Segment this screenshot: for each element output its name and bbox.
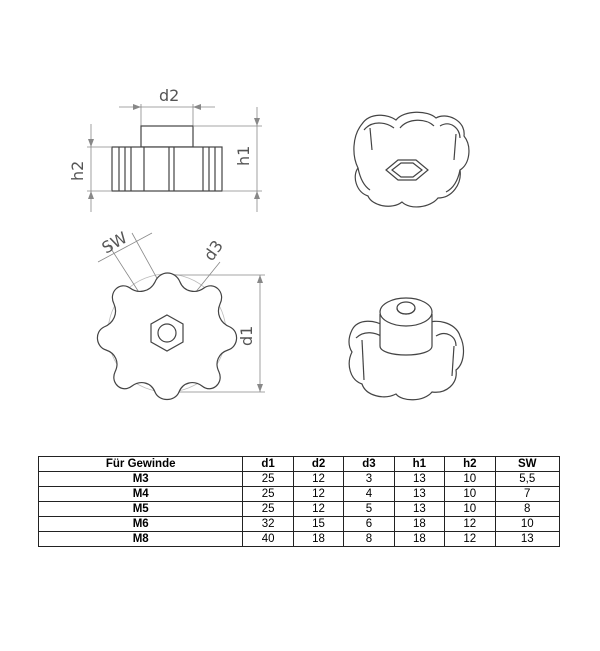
table-cell: 3	[343, 471, 395, 487]
isometric-view-top	[348, 297, 465, 401]
table-cell-thread: M6	[37, 516, 244, 532]
table-cell-thread: M4	[37, 486, 244, 502]
table-cell-thread: M5	[37, 501, 244, 517]
table-cell-thread: M8	[37, 531, 244, 547]
table-cell: 15	[292, 516, 345, 532]
table-row: M6 32 15 6 18 12 10	[37, 516, 560, 532]
table-cell: 4	[343, 486, 395, 502]
table-cell: 18	[393, 531, 446, 547]
table-cell: 25	[242, 471, 294, 487]
col-header-h1: h1	[393, 456, 446, 472]
d2-label: d2	[159, 86, 179, 105]
table-cell: 5	[343, 501, 395, 517]
table-cell: 32	[242, 516, 294, 532]
table-header-row: Für Gewinde d1 d2 d3 h1 h2 SW	[37, 456, 560, 472]
h2-label: h2	[68, 161, 87, 181]
table-cell: 13	[393, 471, 446, 487]
front-view	[96, 232, 265, 401]
table-cell: 13	[393, 486, 446, 502]
col-header-thread: Für Gewinde	[37, 456, 244, 472]
table-cell: 40	[242, 531, 294, 547]
col-header-d2: d2	[292, 456, 345, 472]
table-row: M8 40 18 8 18 12 13	[37, 531, 560, 547]
isometric-view-bottom	[353, 111, 470, 208]
d3-label: d3	[200, 237, 227, 265]
col-header-sw: SW	[494, 456, 560, 472]
table-cell: 18	[292, 531, 345, 547]
table-row: M3 25 12 3 13 10 5,5	[37, 471, 560, 487]
h1-label: h1	[234, 146, 253, 166]
table-cell: 8	[343, 531, 395, 547]
table-cell: 12	[292, 471, 345, 487]
table-cell: 12	[292, 501, 345, 517]
table-cell: 18	[393, 516, 446, 532]
table-row: M4 25 12 4 13 10 7	[37, 486, 560, 502]
col-header-d3: d3	[343, 456, 395, 472]
dimension-table: Für Gewinde d1 d2 d3 h1 h2 SW M3 25 12 3…	[37, 456, 560, 547]
table-cell: 8	[494, 501, 560, 517]
table-row: M5 25 12 5 13 10 8	[37, 501, 560, 517]
table-cell: 25	[242, 501, 294, 517]
table-cell-thread: M3	[37, 471, 244, 487]
table-cell: 10	[494, 516, 560, 532]
table-cell: 10	[444, 471, 496, 487]
table-cell: 5,5	[494, 471, 560, 487]
technical-drawing: d2 h2 h1 SW d3 d1	[68, 86, 470, 401]
table-cell: 7	[494, 486, 560, 502]
col-header-h2: h2	[444, 456, 496, 472]
table-cell: 13	[494, 531, 560, 547]
table-cell: 12	[292, 486, 345, 502]
table-cell: 13	[393, 501, 446, 517]
d1-label: d1	[237, 326, 256, 346]
table-cell: 10	[444, 486, 496, 502]
table-cell: 12	[444, 516, 496, 532]
sw-label: SW	[99, 228, 131, 258]
col-header-d1: d1	[242, 456, 294, 472]
table-cell: 12	[444, 531, 496, 547]
table-cell: 10	[444, 501, 496, 517]
side-view	[87, 104, 262, 212]
table-cell: 25	[242, 486, 294, 502]
table-cell: 6	[343, 516, 395, 532]
